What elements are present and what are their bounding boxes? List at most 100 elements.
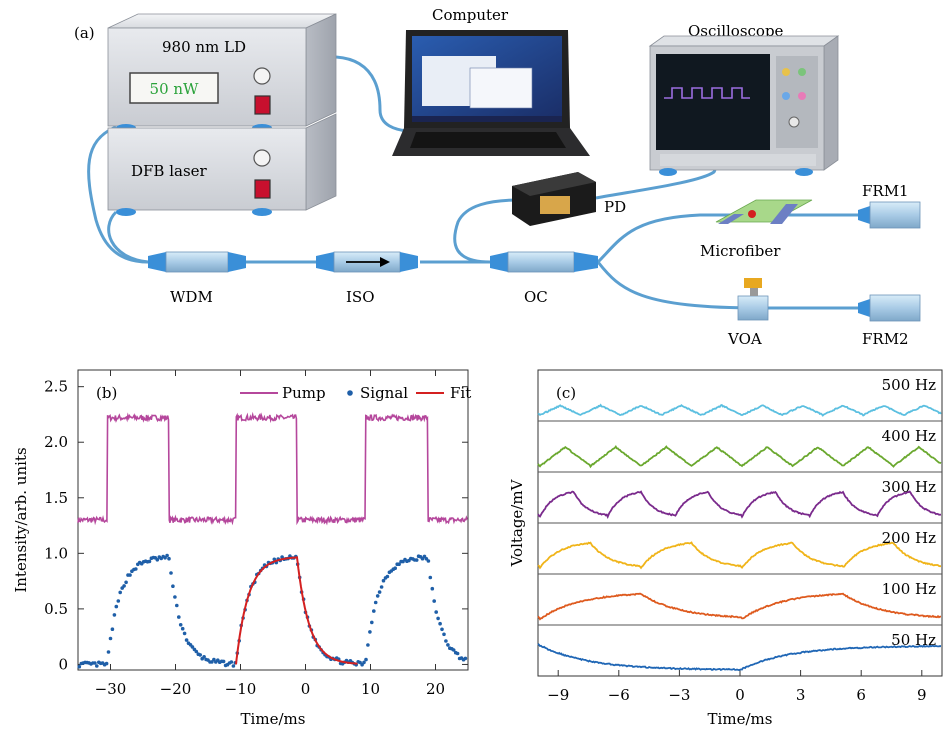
chart-b-signal-point (455, 651, 460, 656)
dfb-foot-left (116, 208, 136, 216)
chart-b-signal-point (124, 580, 128, 585)
chart-b-signal-point (446, 643, 450, 647)
chart-b-ytick-label: 2.0 (44, 433, 68, 451)
chart-b-signal-point (373, 600, 378, 605)
chart-b-xlabel: Time/ms (241, 710, 306, 728)
chart-b-signal-point (169, 571, 173, 575)
osc-foot-left (659, 168, 677, 176)
fiber-ld-wdm (87, 125, 149, 264)
chart-b-signal-point (177, 615, 181, 619)
osc-knob-1 (782, 68, 790, 76)
chart-c-xtick-label: 0 (735, 686, 745, 704)
laptop-taskbar (412, 116, 562, 122)
frm1-label: FRM1 (862, 182, 909, 200)
chart-b-signal-point (134, 567, 138, 571)
chart-b-fit-line (235, 556, 358, 665)
chart-b-signal-point (385, 574, 390, 579)
chart-c-xtick-label: −6 (608, 686, 630, 704)
chart-b-signal-point (364, 657, 368, 662)
chart-b-signal-point (173, 595, 177, 599)
chart-b-signal-point (147, 559, 152, 564)
voa-component: VOA (727, 278, 769, 348)
pd-label: PD (604, 198, 626, 216)
setup-panel: (a) 980 nm LD 50 nW (74, 6, 921, 348)
chart-b-signal-point (77, 664, 82, 669)
frm1-component: FRM1 (858, 182, 921, 229)
fiber-oc-pd (453, 198, 521, 264)
chart-b-signal-point (116, 599, 121, 603)
iso-arrow-icon (380, 257, 390, 267)
chart-b-pump-line (77, 411, 468, 526)
chart-c-trace (537, 444, 942, 469)
chart-b-signal-point (463, 656, 468, 661)
chart-c-xlabel: Time/ms (708, 710, 773, 728)
oscilloscope: Oscilloscope (648, 22, 840, 176)
chart-b-signal-point (112, 613, 117, 617)
legend-pump-label: Pump (282, 384, 326, 402)
chart-b-signal-point (212, 657, 216, 662)
chart-b-signal-point (451, 648, 456, 652)
microfiber-label: Microfiber (700, 242, 781, 260)
chart-b-ylabel: Intensity/arb. units (12, 447, 30, 592)
chart-b-signal-point (444, 639, 448, 643)
chart-c-trace (537, 643, 942, 672)
chart-b-signal-point (202, 655, 206, 659)
chart-b-xtick-label: −30 (95, 680, 127, 698)
legend-signal-swatch (347, 390, 353, 396)
frm2-label: FRM2 (862, 330, 909, 348)
chart-b-signal-point (422, 554, 427, 559)
chart-b-ytick-label: 1.0 (44, 544, 68, 562)
voa-knob (744, 278, 762, 288)
pd-connector (540, 196, 570, 214)
chart-b-xtick-label: 0 (301, 680, 311, 698)
chart-c-trace (537, 403, 942, 417)
oscilloscope-screen (656, 54, 770, 150)
chart-b-signal-point (155, 558, 160, 562)
chart-c-series-label: 200 Hz (882, 529, 936, 547)
dfb-knob (253, 149, 271, 167)
chart-b-signal-point (95, 664, 99, 668)
legend-signal-label: Signal (360, 384, 408, 402)
chart-b-signal-point (231, 664, 236, 668)
osc-knob-5 (788, 116, 800, 128)
ld-display (129, 72, 219, 104)
chart-b-legend: Pump Signal Fit (240, 384, 471, 402)
legend-fit-label: Fit (450, 384, 471, 402)
chart-b-signal-point (190, 645, 195, 649)
chart-b-frame (77, 369, 469, 671)
chart-b-xtick-label: 10 (361, 680, 380, 698)
osc-knob-3 (782, 92, 790, 100)
microfiber-red-dot (748, 210, 756, 218)
chart-b-signal-point (182, 631, 187, 636)
chart-b-signal-point (362, 660, 366, 665)
laptop-window-2 (469, 67, 533, 109)
chart-b-signal-point (221, 659, 226, 664)
oscilloscope-label: Oscilloscope (688, 22, 784, 40)
computer-laptop: Computer (392, 6, 590, 156)
chart-c-trace (537, 490, 942, 520)
chart-b-signal-point (180, 626, 185, 631)
voa-label: VOA (727, 330, 762, 348)
chart-c-xtick-label: −9 (547, 686, 569, 704)
chart-b-signal-point (184, 638, 189, 642)
osc-knob-2 (798, 68, 806, 76)
chart-b-signal-point (430, 586, 435, 591)
chart-b-signal-point (366, 643, 370, 647)
chart-b-signal-point (229, 660, 234, 664)
oscilloscope-front-panel (660, 154, 816, 166)
ld-title: 980 nm LD (162, 38, 246, 56)
chart-b-signal-point (110, 627, 115, 631)
chart-b-ytick-label: 1.5 (44, 489, 68, 507)
chart-b-signal-point (428, 575, 433, 580)
chart-c-series-label: 300 Hz (882, 478, 936, 496)
chart-b-signal-point (178, 623, 183, 627)
oc-component: OC (490, 251, 598, 306)
chart-b-signal-point (440, 627, 444, 632)
chart-b-xtick-label: 20 (426, 680, 445, 698)
chart-b-signal-point (370, 620, 374, 625)
frm2-component: FRM2 (858, 294, 921, 348)
ld-980-box: 980 nm LD 50 nW (107, 13, 337, 132)
